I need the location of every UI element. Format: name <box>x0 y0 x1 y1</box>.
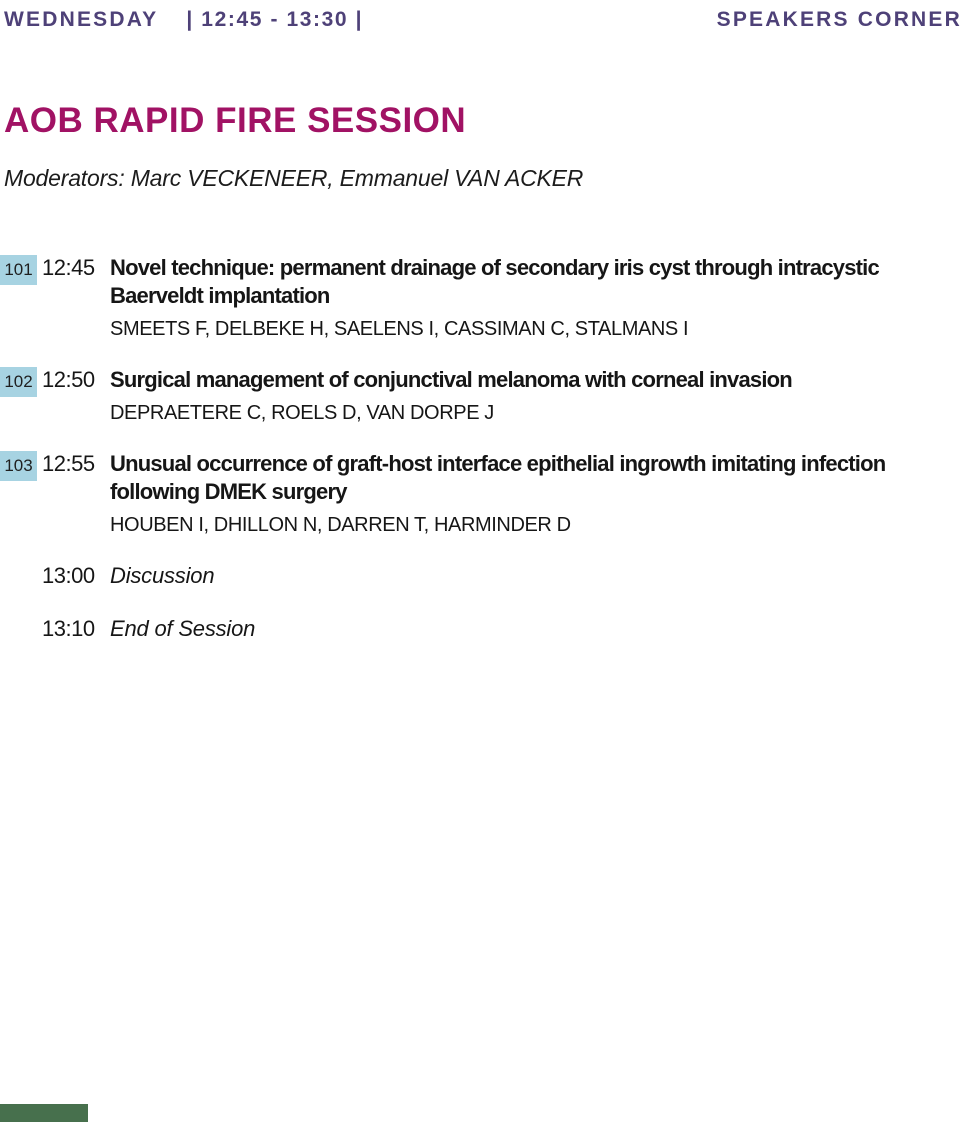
header-time-range: | 12:45 - 13:30 | <box>186 8 364 31</box>
item-title: Novel technique: permanent drainage of s… <box>110 255 880 308</box>
item-time: 13:10 <box>42 616 95 641</box>
item-number-badge <box>0 563 37 593</box>
header-location: SPEAKERS CORNER <box>716 8 962 31</box>
moderators-line: Moderators: Marc VECKENEER, Emmanuel VAN… <box>4 165 584 191</box>
item-content: Discussion <box>110 562 960 590</box>
item-content: Unusual occurrence of graft-host interfa… <box>110 450 960 538</box>
header-day: WEDNESDAY <box>4 8 159 31</box>
item-content: End of Session <box>110 615 960 643</box>
item-authors: HOUBEN I, DHILLON N, DARREN T, HARMINDER… <box>110 514 571 536</box>
session-item: 102 12:50 Surgical management of conjunc… <box>0 366 960 426</box>
item-content: Novel technique: permanent drainage of s… <box>110 254 960 342</box>
item-title: Surgical management of conjunctival mela… <box>110 367 793 392</box>
session-note-discussion: 13:00 Discussion <box>0 562 960 593</box>
item-authors: DEPRAETERE C, ROELS D, VAN DORPE J <box>110 402 494 424</box>
item-number-badge: 103 <box>0 451 37 481</box>
item-number-badge: 101 <box>0 255 37 285</box>
session-item: 103 12:55 Unusual occurrence of graft-ho… <box>0 450 960 538</box>
session-title: AOB RAPID FIRE SESSION <box>4 101 467 140</box>
item-time: 13:00 <box>42 563 95 588</box>
schedule-list: 101 12:45 Novel technique: permanent dra… <box>0 254 960 668</box>
item-authors: SMEETS F, DELBEKE H, SAELENS I, CASSIMAN… <box>110 318 689 340</box>
session-note-end: 13:10 End of Session <box>0 615 960 646</box>
page-header: WEDNESDAY | 12:45 - 13:30 | SPEAKERS COR… <box>4 8 962 32</box>
item-time: 12:55 <box>42 451 95 476</box>
item-content: Surgical management of conjunctival mela… <box>110 366 960 426</box>
bottom-accent-bar <box>0 1104 88 1122</box>
item-title: Discussion <box>110 563 215 588</box>
session-item: 101 12:45 Novel technique: permanent dra… <box>0 254 960 342</box>
item-time: 12:50 <box>42 367 95 392</box>
item-number-badge: 102 <box>0 367 37 397</box>
item-time: 12:45 <box>42 255 95 280</box>
item-title: Unusual occurrence of graft-host interfa… <box>110 451 886 504</box>
item-number-badge <box>0 616 37 646</box>
item-title: End of Session <box>110 616 256 641</box>
header-left: WEDNESDAY | 12:45 - 13:30 | <box>4 8 363 32</box>
